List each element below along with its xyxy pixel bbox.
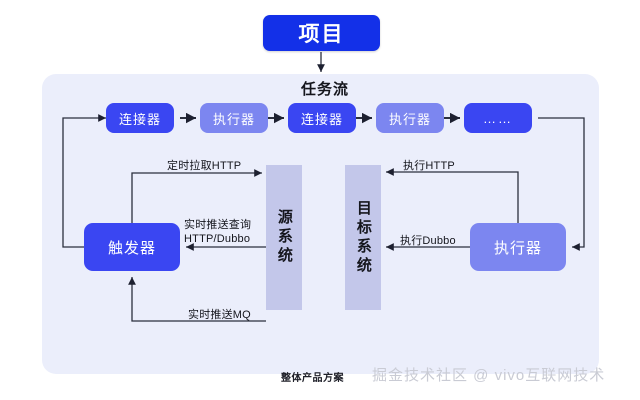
executor-node-label: 执行器 (493, 239, 542, 257)
edge-label-exec-http: 执行HTTP (403, 160, 455, 172)
edge-label-realtime-push-query-line1: 实时推送查询 (184, 219, 252, 231)
edge-label-scheduled-pull: 定时拉取HTTP (167, 160, 242, 172)
flow-node-label: …… (483, 110, 513, 126)
flow-node-executor-2[interactable]: 执行器 (376, 103, 444, 133)
flow-node-executor-1[interactable]: 执行器 (200, 103, 268, 133)
flow-node-more[interactable]: …… (464, 103, 532, 133)
target-system-label: 目标系统 (354, 199, 372, 276)
diagram-caption: 整体产品方案 (281, 373, 344, 384)
flow-node-label: 执行器 (212, 111, 255, 127)
edge-label-realtime-push-mq: 实时推送MQ (188, 309, 251, 321)
project-title-label: 项目 (298, 23, 345, 46)
source-system-bar: 源系统 (266, 165, 302, 310)
edge-label-realtime-push-query-line2: HTTP/Dubbo (184, 232, 251, 245)
flow-node-label: 连接器 (300, 111, 343, 127)
flow-node-connector-1[interactable]: 连接器 (106, 103, 174, 133)
task-flow-heading: 任务流 (300, 81, 349, 98)
flow-node-connector-2[interactable]: 连接器 (288, 103, 356, 133)
edge-label-realtime-push-query: 实时推送查询 HTTP/Dubbo (184, 219, 251, 247)
source-system-label: 源系统 (275, 209, 293, 266)
flow-node-label: 连接器 (118, 111, 161, 127)
trigger-node[interactable]: 触发器 (84, 223, 180, 271)
target-system-bar: 目标系统 (345, 165, 381, 310)
executor-node[interactable]: 执行器 (470, 223, 566, 271)
watermark-text: 掘金技术社区 @ vivo互联网技术 (372, 367, 606, 384)
project-title-box: 项目 (263, 15, 380, 51)
flow-node-label: 执行器 (388, 111, 431, 127)
edge-label-exec-dubbo: 执行Dubbo (400, 235, 456, 247)
trigger-node-label: 触发器 (107, 239, 156, 257)
